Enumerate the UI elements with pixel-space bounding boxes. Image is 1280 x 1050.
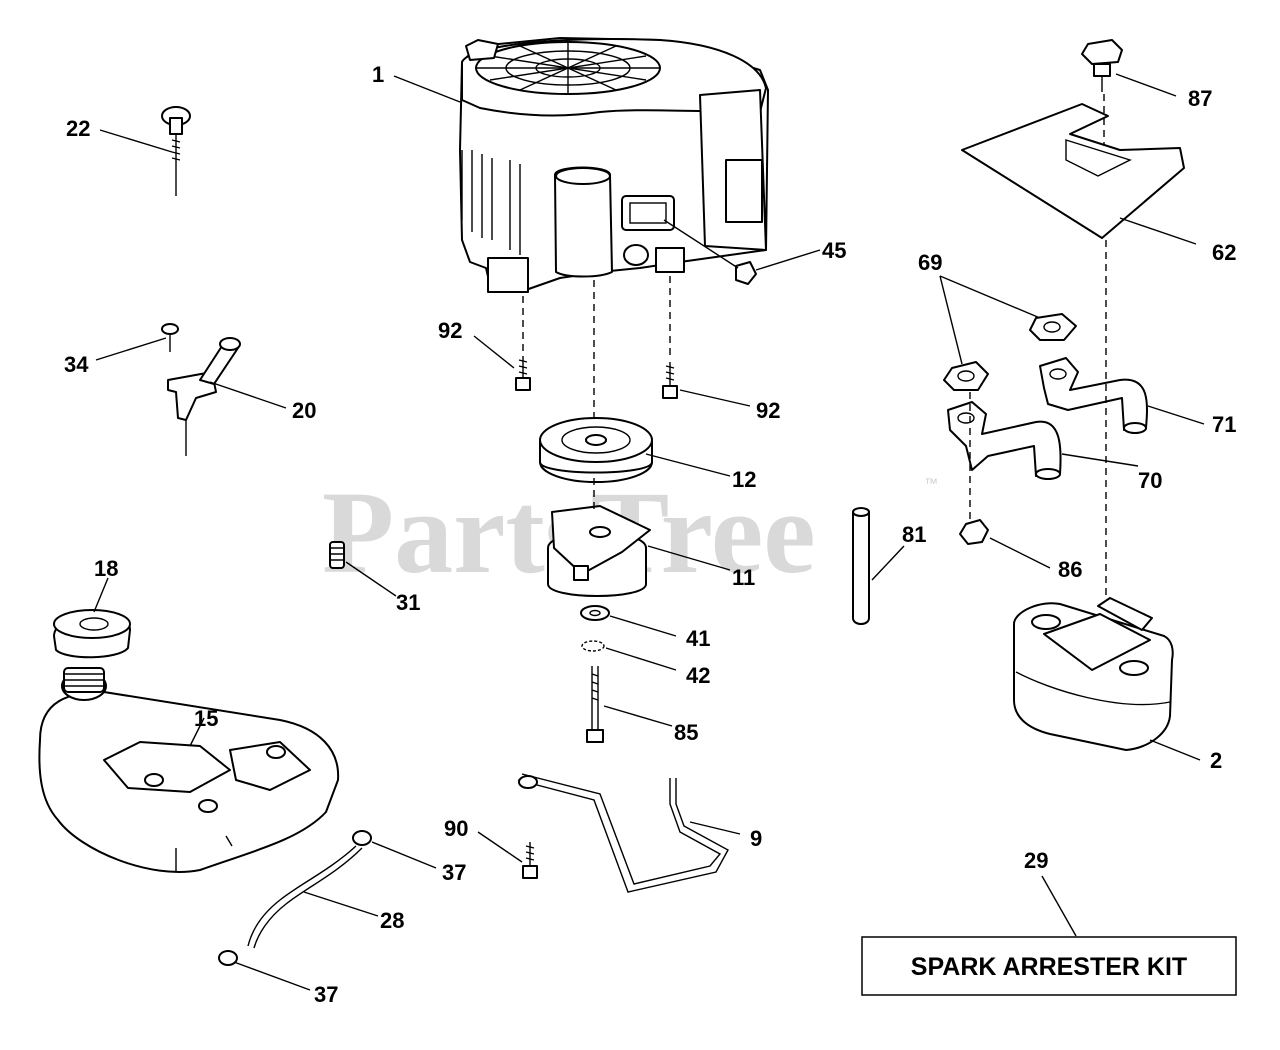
- clutch-part-11[interactable]: [547, 505, 651, 597]
- callout-31[interactable]: 31: [396, 590, 420, 615]
- spark-arrester-kit-box[interactable]: SPARK ARRESTER KIT: [861, 936, 1237, 996]
- fuel-line-part-28[interactable]: [247, 845, 363, 949]
- callout-92-right[interactable]: 92: [756, 398, 780, 423]
- heat-shield-part-62[interactable]: [961, 103, 1185, 239]
- gasket-part-69-lower[interactable]: [943, 361, 989, 391]
- callout-18[interactable]: 18: [94, 556, 118, 581]
- spark-plug-part-45[interactable]: [735, 261, 757, 285]
- callout-90[interactable]: 90: [444, 816, 468, 841]
- callout-86[interactable]: 86: [1058, 557, 1082, 582]
- bolt-part-92-left[interactable]: [515, 356, 531, 391]
- callout-20[interactable]: 20: [292, 398, 316, 423]
- muffler-part-2[interactable]: [1013, 597, 1174, 751]
- callout-12[interactable]: 12: [732, 467, 756, 492]
- callout-28[interactable]: 28: [380, 908, 404, 933]
- callout-37-lower[interactable]: 37: [314, 982, 338, 1007]
- callout-81[interactable]: 81: [902, 522, 926, 547]
- callout-34[interactable]: 34: [64, 352, 89, 377]
- callout-87[interactable]: 87: [1188, 86, 1212, 111]
- fuel-cap-part-18[interactable]: [53, 609, 131, 659]
- nut-part-86[interactable]: [959, 519, 989, 545]
- callout-92-left[interactable]: 92: [438, 318, 462, 343]
- callout-37-upper[interactable]: 37: [442, 860, 466, 885]
- bolt-part-90[interactable]: [522, 842, 538, 879]
- callout-42[interactable]: 42: [686, 663, 710, 688]
- callout-29[interactable]: 29: [1024, 848, 1048, 873]
- watermark-trademark: ™: [924, 475, 938, 491]
- callout-1[interactable]: 1: [372, 62, 384, 87]
- engine-part-1[interactable]: [459, 37, 769, 293]
- callout-70[interactable]: 70: [1138, 468, 1162, 493]
- callout-62[interactable]: 62: [1212, 240, 1236, 265]
- lockwasher-part-42[interactable]: [581, 640, 605, 652]
- callout-85[interactable]: 85: [674, 720, 698, 745]
- fitting-part-31[interactable]: [329, 541, 345, 569]
- bolt-part-92-right[interactable]: [662, 362, 678, 399]
- callout-15[interactable]: 15: [194, 706, 218, 731]
- callout-41[interactable]: 41: [686, 626, 710, 651]
- fuel-tank-part-15[interactable]: [38, 667, 340, 873]
- callout-labels: 1 2 9 11 12 15 18 20 22 28 29 31 34 37 3…: [64, 62, 1236, 1007]
- callout-45[interactable]: 45: [822, 238, 846, 263]
- knob-part-87[interactable]: [1081, 39, 1123, 92]
- callout-9[interactable]: 9: [750, 826, 762, 851]
- callout-2[interactable]: 2: [1210, 748, 1222, 773]
- callout-22[interactable]: 22: [66, 116, 90, 141]
- clamp-part-37-upper[interactable]: [352, 830, 372, 846]
- gasket-part-69-upper[interactable]: [1029, 313, 1077, 341]
- knob-part-22[interactable]: [161, 106, 191, 196]
- bolt-part-34[interactable]: [161, 323, 179, 352]
- spark-arrester-kit-label: SPARK ARRESTER KIT: [911, 953, 1187, 981]
- callout-11[interactable]: 11: [732, 565, 755, 590]
- leader-lines: [93, 73, 1205, 991]
- assembly-lines: [522, 94, 1107, 596]
- exhaust-pipe-part-70[interactable]: [947, 401, 1062, 480]
- pipe-part-81[interactable]: [852, 507, 870, 625]
- callout-69[interactable]: 69: [918, 250, 942, 275]
- throttle-control-part-20[interactable]: [167, 337, 241, 456]
- rod-part-9[interactable]: [517, 773, 729, 893]
- exhaust-pipe-part-71[interactable]: [1039, 357, 1148, 434]
- pulley-part-12[interactable]: [539, 417, 653, 483]
- callout-71[interactable]: 71: [1212, 412, 1236, 437]
- clamp-part-37-lower[interactable]: [218, 950, 238, 966]
- bolt-part-85[interactable]: [586, 666, 604, 743]
- washer-part-41[interactable]: [580, 605, 610, 621]
